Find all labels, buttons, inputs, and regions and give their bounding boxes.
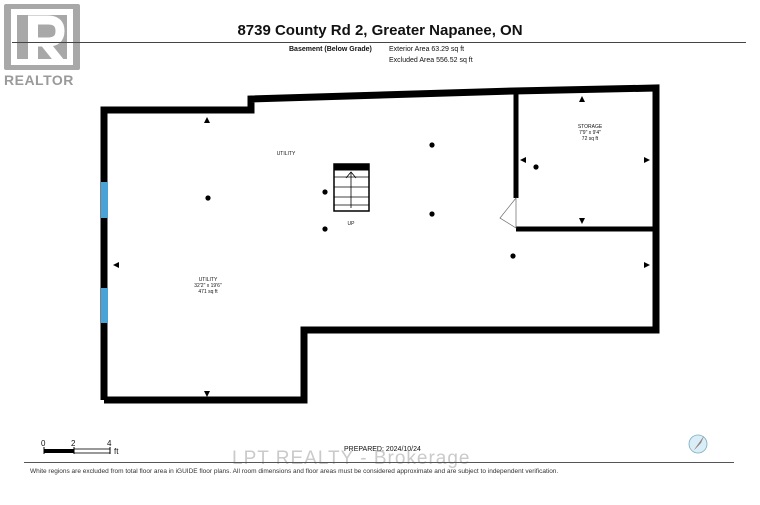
storage-room-dimensions: 7'9" x 9'4" (579, 130, 601, 136)
utility-room-dimensions: 32'2" x 19'6" (194, 283, 222, 289)
realtor-logo: REALTOR (4, 4, 86, 88)
brokerage-watermark: LPT REALTY - Brokerage (232, 448, 471, 469)
window-left-upper (101, 182, 108, 218)
scale-bar (43, 447, 111, 454)
dimension-arrows (113, 96, 650, 397)
excluded-area: Excluded Area 556.52 sq ft (389, 57, 473, 64)
utility-room-name: UTILITY (198, 277, 218, 283)
storage-walls (513, 92, 656, 232)
footer-divider (24, 462, 734, 463)
footer-disclaimer: White regions are excluded from total fl… (30, 468, 559, 475)
stairs-up-label: UP (347, 221, 355, 227)
storage-room-name: STORAGE (577, 124, 603, 130)
compass-icon (688, 434, 708, 454)
utility-room-area: 471 sq ft (198, 289, 218, 295)
header-divider (12, 42, 746, 43)
scale-label-0: 0 (41, 439, 46, 448)
floor-name: Basement (Below Grade) (289, 46, 372, 53)
stairs (333, 163, 370, 212)
prepared-date: PREPARED: 2024/10/24 (344, 446, 421, 453)
scale-label-4: 4 (107, 439, 112, 448)
storage-room-area: 72 sq ft (581, 136, 599, 142)
utility-top-label: UTILITY (276, 151, 296, 157)
scale-unit: ft (114, 447, 119, 456)
window-left-lower (101, 288, 108, 323)
exterior-area: Exterior Area 63.29 sq ft (389, 46, 465, 53)
light-fixtures (205, 142, 539, 259)
storage-door (499, 197, 517, 229)
realtor-logo-text: REALTOR (4, 72, 74, 88)
scale-label-2: 2 (71, 439, 76, 448)
realtor-logo-mark (4, 4, 80, 70)
exterior-walls (100, 84, 660, 404)
plan-address-title: 8739 County Rd 2, Greater Napanee, ON (237, 22, 523, 39)
